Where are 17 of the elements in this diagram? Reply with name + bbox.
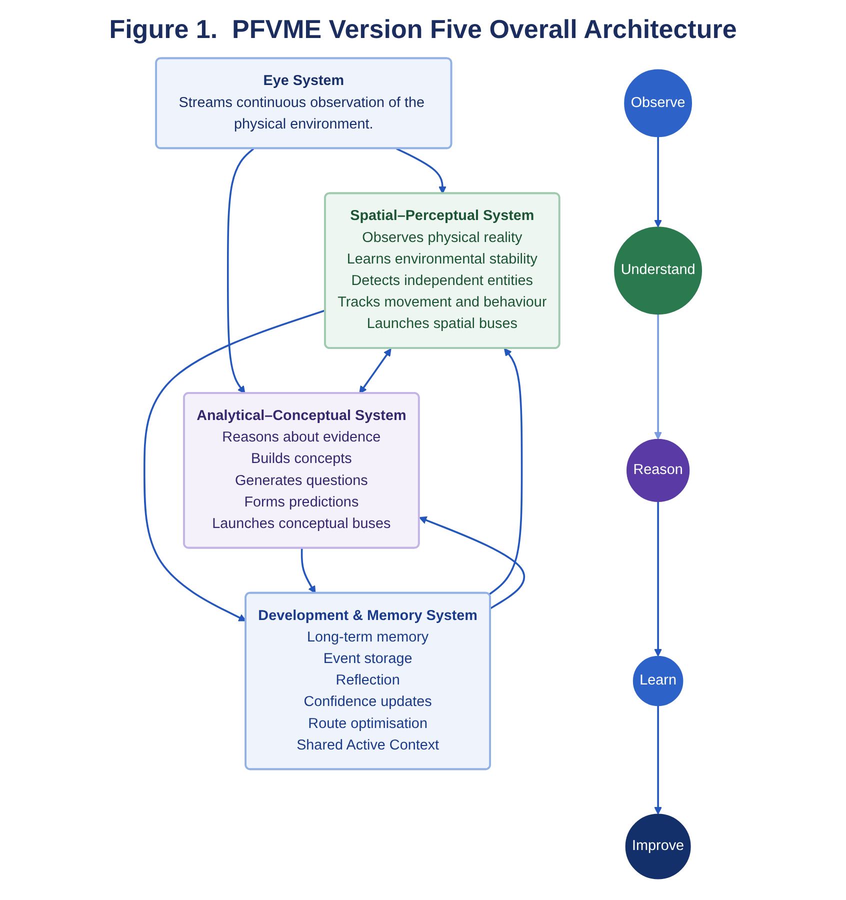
node-circle: Understand [614,226,702,315]
arrow [654,706,662,815]
node-circle: Observe [624,69,692,138]
arrow [654,136,662,228]
arrow [359,348,392,394]
node-circle: Reason [626,438,690,502]
arrow [418,516,525,610]
node-circle: Learn [632,656,684,706]
arrow [144,310,326,622]
arrow [654,502,662,657]
arrow [226,148,254,394]
arrow [488,348,523,596]
arrow [300,548,316,594]
node-circle: Improve [625,814,691,880]
title: Figure 1. PFVME Version Five Overall Architecture [108,14,738,45]
arrow [396,148,446,194]
arrow [654,314,662,440]
